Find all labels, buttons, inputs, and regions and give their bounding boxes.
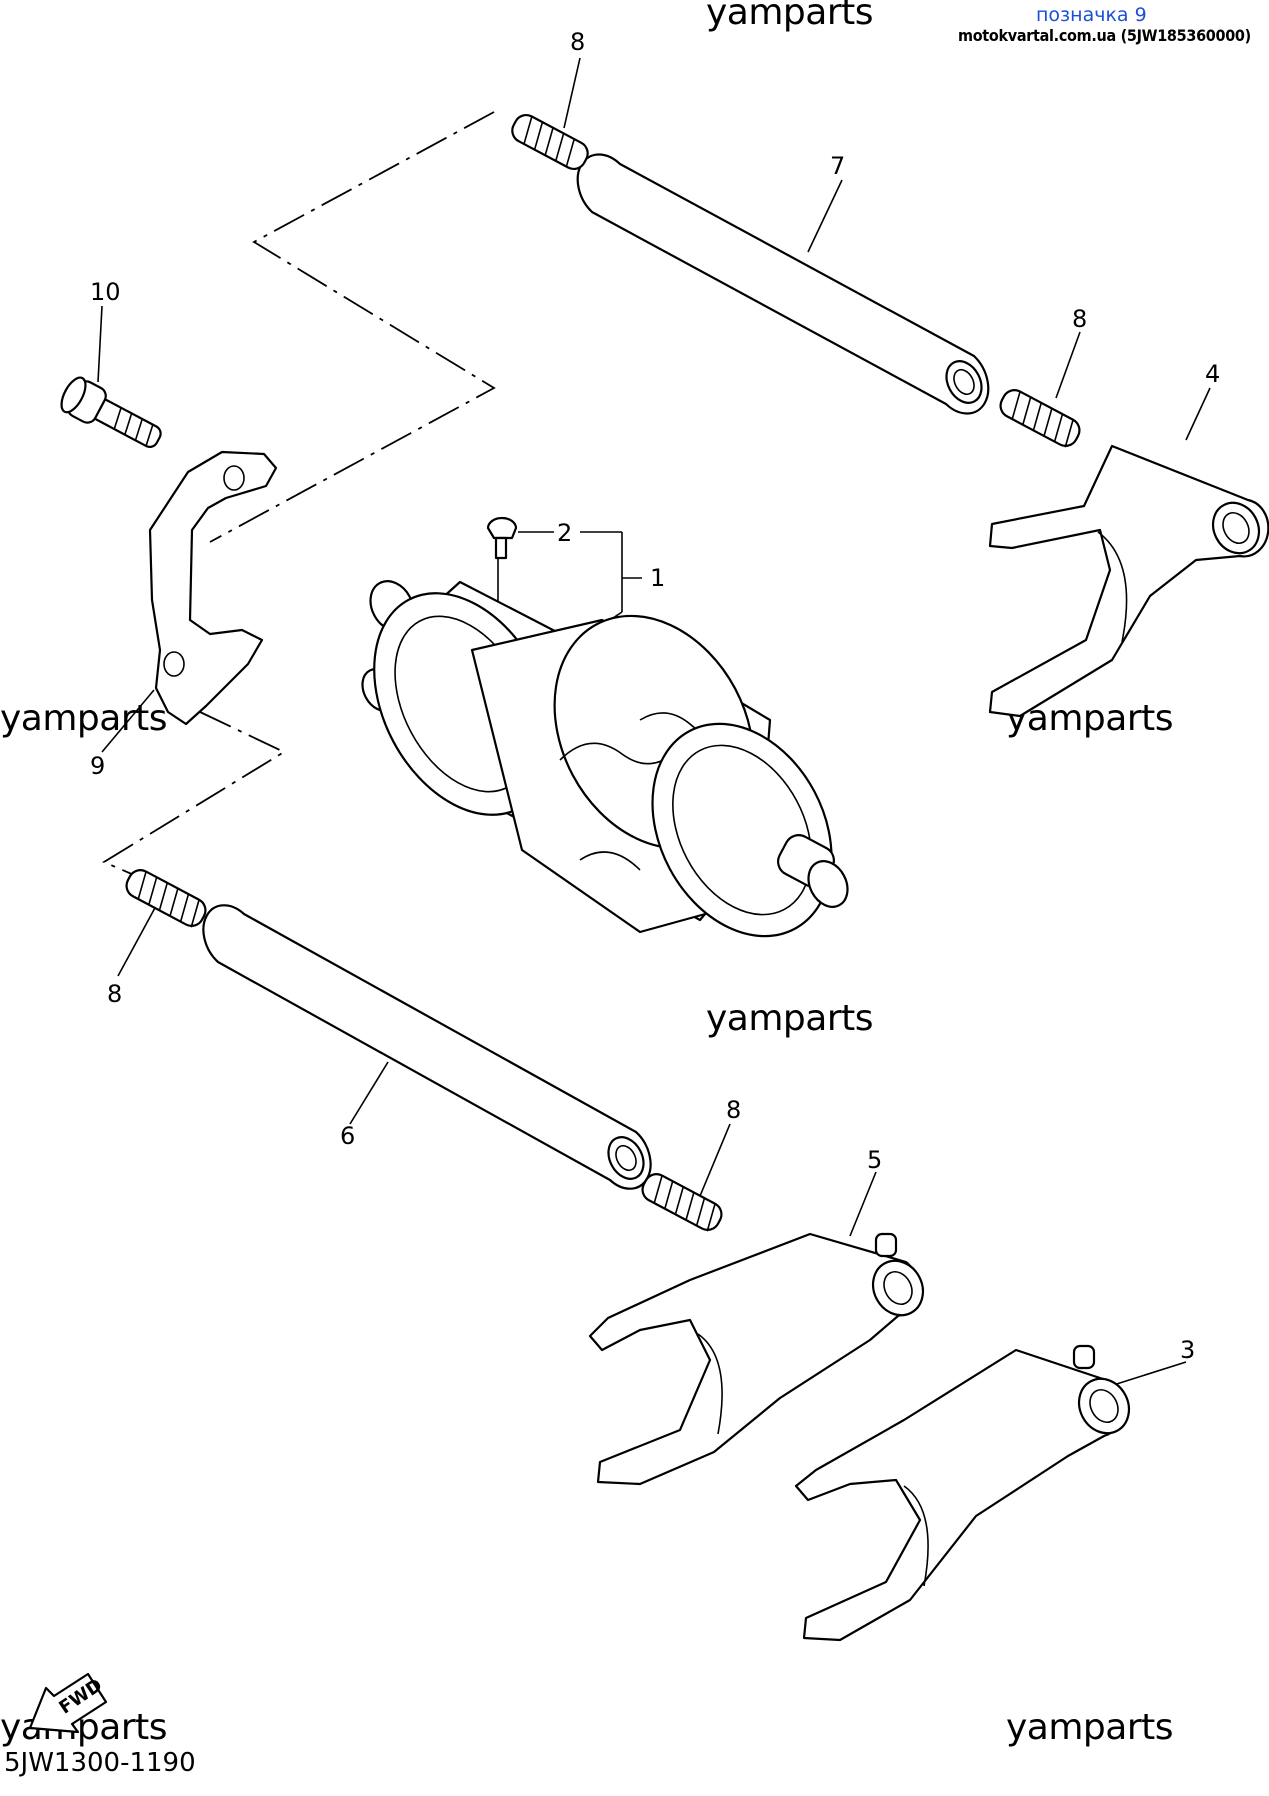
spring-8[interactable] bbox=[122, 866, 209, 930]
shift-fork-4[interactable] bbox=[988, 444, 1269, 718]
callout-8[interactable]: 8 bbox=[570, 28, 586, 56]
leader-lines bbox=[97, 57, 1211, 1389]
callout-9[interactable]: 9 bbox=[90, 752, 106, 780]
callout-3[interactable]: 3 bbox=[1180, 1336, 1196, 1364]
watermark: yamparts bbox=[706, 998, 874, 1039]
site-reference: motokvartal.com.ua (5JW185360000) bbox=[958, 26, 1251, 45]
assembly-lines bbox=[102, 111, 496, 883]
label-badge[interactable]: позначка 9 bbox=[1036, 4, 1147, 26]
shift-drum-1[interactable] bbox=[338, 562, 867, 967]
watermark: yamparts bbox=[706, 0, 874, 33]
callout-1[interactable]: 1 bbox=[650, 564, 666, 592]
spring-8[interactable] bbox=[508, 111, 592, 173]
callout-8[interactable]: 8 bbox=[107, 980, 123, 1008]
watermark: yamparts bbox=[1006, 1707, 1174, 1748]
diagram-code: 5JW1300-1190 bbox=[4, 1748, 196, 1778]
callout-5[interactable]: 5 bbox=[867, 1146, 883, 1174]
callout-6[interactable]: 6 bbox=[340, 1122, 356, 1150]
callout-2[interactable]: 2 bbox=[557, 519, 573, 547]
fwd-arrow-icon: FWD bbox=[28, 1672, 108, 1734]
callout-7[interactable]: 7 bbox=[830, 152, 846, 180]
shift-fork-3[interactable] bbox=[794, 1344, 1138, 1642]
callout-10[interactable]: 10 bbox=[90, 278, 121, 306]
guide-bar-6[interactable] bbox=[202, 904, 652, 1190]
callout-4[interactable]: 4 bbox=[1205, 360, 1221, 388]
spring-8[interactable] bbox=[996, 386, 1083, 450]
watermark: yamparts bbox=[0, 698, 168, 739]
spring-8[interactable] bbox=[638, 1170, 725, 1234]
callout-8[interactable]: 8 bbox=[726, 1096, 742, 1124]
stopper-plate-9[interactable] bbox=[148, 450, 278, 726]
shift-fork-5[interactable] bbox=[588, 1232, 932, 1486]
guide-bar-7[interactable] bbox=[576, 153, 990, 415]
screw-10[interactable] bbox=[57, 374, 168, 457]
callout-8[interactable]: 8 bbox=[1072, 305, 1088, 333]
